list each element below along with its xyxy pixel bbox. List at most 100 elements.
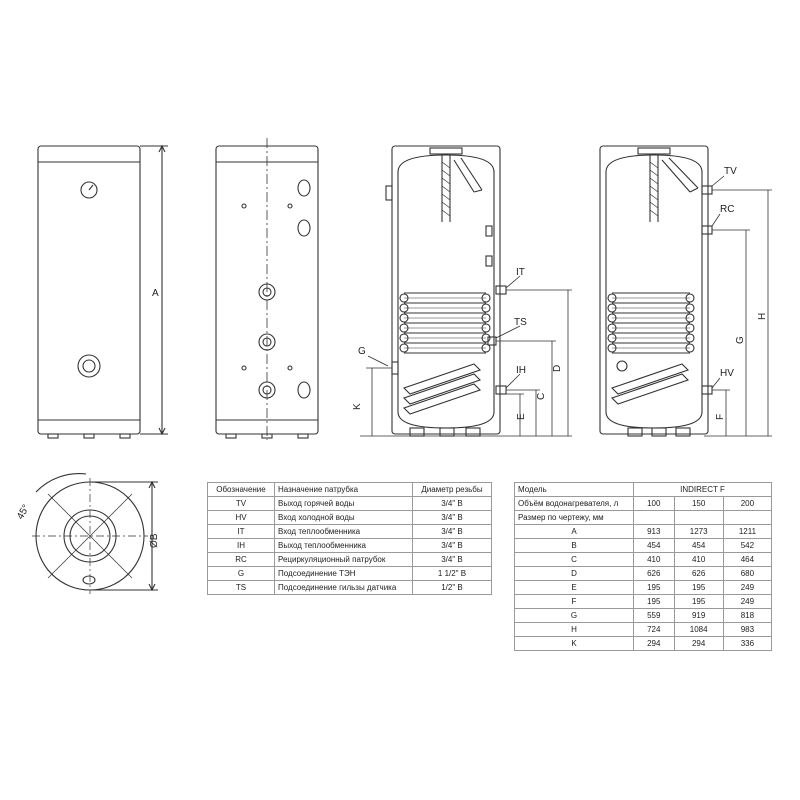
it-label: IT: [516, 267, 525, 278]
table-row: C 410 410 464: [514, 552, 773, 567]
model-label: Модель: [514, 482, 634, 497]
table-cell: 195: [633, 594, 675, 609]
table-row: B 454 454 542: [514, 538, 773, 553]
table-cell: 1/2" В: [412, 580, 492, 595]
table-cell: Выход горячей воды: [274, 496, 413, 511]
tv-label: TV: [724, 166, 737, 177]
table-row: IT Вход теплообменника 3/4" В: [207, 524, 492, 539]
dim-k-label: K: [352, 403, 363, 410]
table-row: G 559 919 818: [514, 608, 773, 623]
dim-c-label: C: [536, 393, 547, 400]
table-cell: 1084: [673, 622, 724, 637]
model-name: INDIRECT F: [633, 482, 772, 497]
hv-label: HV: [720, 368, 734, 379]
table-cell: RC: [207, 552, 275, 567]
table-cell: 294: [673, 636, 724, 651]
heating-element: [402, 363, 482, 415]
table-cell: E: [514, 580, 634, 595]
table-cell: 410: [673, 552, 724, 567]
table-row: K 294 294 336: [514, 636, 773, 651]
dim-h-label: H: [757, 313, 768, 320]
table-row: F 195 195 249: [514, 594, 773, 609]
table-cell: 1211: [722, 524, 773, 539]
table-cell: Выход теплообменника: [274, 538, 413, 553]
table-row: A 913 1273 1211: [514, 524, 773, 539]
rc-label: RC: [720, 204, 734, 215]
table-cell: 195: [673, 580, 724, 595]
model-row: Модель INDIRECT F: [514, 482, 772, 497]
table-cell: D: [514, 566, 634, 581]
table-cell: K: [514, 636, 634, 651]
side-view: [215, 138, 319, 440]
table-cell: IT: [207, 524, 275, 539]
table-cell: 1 1/2" В: [412, 566, 492, 581]
table-cell: Подсоединение ТЭН: [274, 566, 413, 581]
table-cell: C: [514, 552, 634, 567]
table-cell: IH: [207, 538, 275, 553]
header-cell: Назначение патрубка: [274, 482, 413, 497]
dim-b-label: ØB: [149, 533, 160, 548]
section-view-2: [599, 145, 772, 437]
g-label: G: [358, 346, 366, 357]
dim-a-label: A: [152, 288, 159, 299]
table-cell: A: [514, 524, 634, 539]
table-cell: 818: [722, 608, 773, 623]
table-cell: 919: [673, 608, 724, 623]
table-cell: 3/4" В: [412, 524, 492, 539]
dim-e-label: E: [516, 413, 527, 420]
header-cell: Обозначение: [207, 482, 275, 497]
volume-cell: 150: [673, 496, 724, 511]
table-cell: TS: [207, 580, 275, 595]
table-cell: Рециркуляционный патрубок: [274, 552, 413, 567]
ih-label: IH: [516, 365, 526, 376]
table-row: RC Рециркуляционный патрубок 3/4" В: [207, 552, 492, 567]
table-cell: TV: [207, 496, 275, 511]
dim-f-label: F: [715, 414, 726, 420]
thermometer-icon: [80, 181, 98, 199]
table-cell: 542: [722, 538, 773, 553]
table-cell: Подсоединение гильзы датчика: [274, 580, 413, 595]
table-cell: 195: [673, 594, 724, 609]
table-row: TS Подсоединение гильзы датчика 1/2" В: [207, 580, 492, 595]
volume-label: Объём водонагревателя, л: [514, 496, 634, 511]
table-cell: 3/4" В: [412, 510, 492, 525]
front-view: [37, 144, 168, 439]
table-cell: 983: [722, 622, 773, 637]
angle-label: 45°: [15, 503, 32, 522]
volume-cell: 200: [722, 496, 773, 511]
connections-table: Обозначение Назначение патрубка Диаметр …: [207, 482, 492, 595]
table-cell: 626: [673, 566, 724, 581]
table-cell: 464: [722, 552, 773, 567]
table-cell: 3/4" В: [412, 538, 492, 553]
table-cell: 913: [633, 524, 675, 539]
coil-upper: [399, 292, 491, 354]
volume-row: Объём водонагревателя, л 100 150 200: [514, 496, 773, 511]
table-cell: 249: [722, 594, 773, 609]
header-cell: Диаметр резьбы: [412, 482, 492, 497]
table-cell: Вход холодной воды: [274, 510, 413, 525]
table-cell: Вход теплообменника: [274, 524, 413, 539]
dim-d-label: D: [552, 365, 563, 372]
table-cell: 3/4" В: [412, 552, 492, 567]
table-cell: 626: [633, 566, 675, 581]
table-cell: HV: [207, 510, 275, 525]
dimensions-table: Модель INDIRECT F Объём водонагревателя,…: [514, 482, 773, 651]
top-view: [32, 473, 158, 594]
table-cell: 680: [722, 566, 773, 581]
dim-g-label: G: [735, 336, 746, 344]
table-cell: 336: [722, 636, 773, 651]
table-row: H 724 1084 983: [514, 622, 773, 637]
table-cell: 724: [633, 622, 675, 637]
table-cell: 559: [633, 608, 675, 623]
flange-icon: [77, 354, 101, 378]
table-cell: 454: [633, 538, 675, 553]
table-row: D 626 626 680: [514, 566, 773, 581]
table-row: IH Выход теплообменника 3/4" В: [207, 538, 492, 553]
size-label: Размер по чертежу, мм: [514, 510, 634, 525]
section-view-1: [360, 145, 572, 437]
table-cell: 410: [633, 552, 675, 567]
table-row: TV Выход горячей воды 3/4" В: [207, 496, 492, 511]
table-cell: 3/4" В: [412, 496, 492, 511]
table-cell: G: [207, 566, 275, 581]
